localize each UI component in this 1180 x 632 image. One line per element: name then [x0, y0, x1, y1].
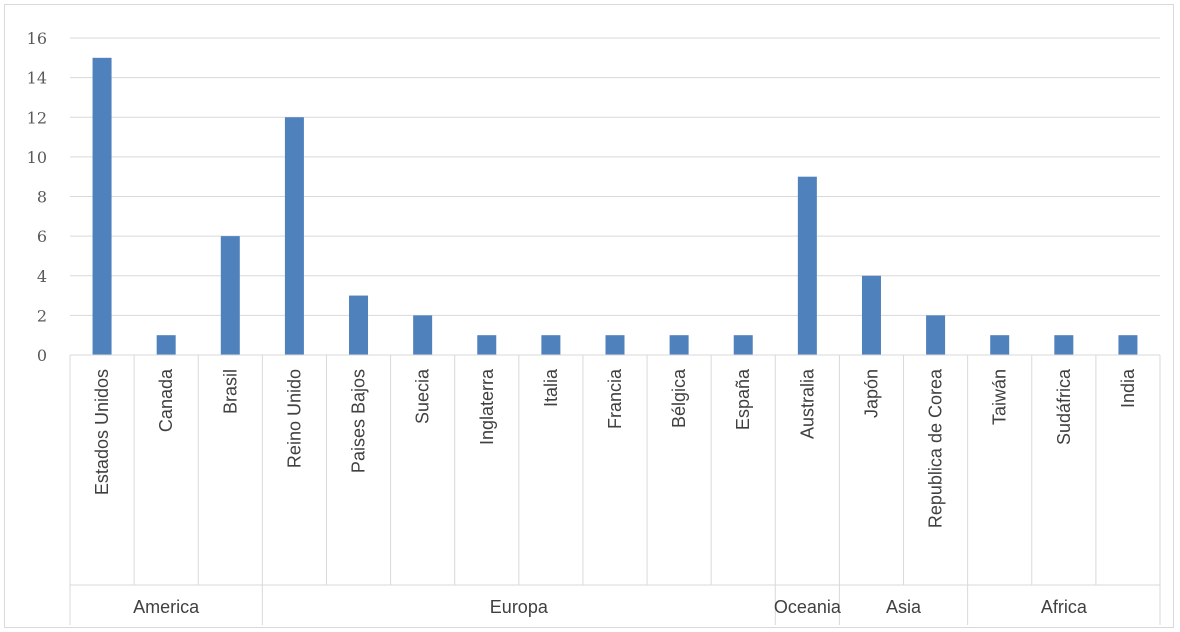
bar [541, 335, 561, 355]
x-category-label: Suecia [413, 368, 433, 424]
bar-chart: 0 2 4 6 8 10 12 14 16 Estados Unidos Canada Brasil… [27, 29, 1161, 625]
x-category-label: Republica de Corea [926, 368, 946, 528]
bars [92, 57, 1138, 355]
bar [733, 335, 753, 355]
chart-frame: 0 2 4 6 8 10 12 14 16 Estados Unidos Canada Brasil… [4, 4, 1174, 628]
bar [926, 315, 946, 355]
bar [1054, 335, 1074, 355]
y-tick-label: 16 [27, 29, 47, 48]
bar [861, 275, 881, 355]
bar [156, 335, 176, 355]
bar [92, 57, 112, 355]
x-category-label: Estados Unidos [92, 369, 112, 495]
y-tick-label: 4 [37, 267, 47, 286]
y-tick-label: 6 [37, 227, 47, 246]
x-category-label: Paises Bajos [349, 369, 369, 473]
x-category-label: Australia [797, 368, 817, 439]
x-group-label: Africa [1041, 597, 1088, 617]
y-tick-label: 2 [37, 306, 47, 325]
bar [284, 117, 304, 355]
y-tick-label: 0 [37, 346, 47, 365]
y-tick-label: 12 [27, 108, 47, 127]
gridlines [70, 37, 1160, 316]
bar [349, 295, 369, 355]
x-axis-group-labels: America Europa Oceania Asia Africa [133, 597, 1088, 617]
x-category-label: Canada [156, 368, 176, 432]
x-group-label: Europa [490, 597, 549, 617]
x-group-label: Asia [886, 597, 922, 617]
bar [413, 315, 433, 355]
x-group-label: America [133, 597, 200, 617]
x-category-label: Sudáfrica [1054, 368, 1074, 445]
x-category-label: Reino Unido [284, 369, 304, 468]
x-category-label: India [1118, 368, 1138, 408]
y-tick-label: 14 [27, 69, 47, 88]
bar [605, 335, 625, 355]
bar [220, 236, 240, 355]
y-axis-tick-labels: 0 2 4 6 8 10 12 14 16 [27, 29, 47, 365]
bar [477, 335, 497, 355]
x-category-label: Japón [861, 369, 881, 418]
x-category-label: Inglaterra [477, 368, 497, 445]
x-category-label: Brasil [220, 369, 240, 414]
x-category-label: Taiwán [990, 369, 1010, 425]
x-category-label: España [733, 368, 753, 430]
bar [1118, 335, 1138, 355]
y-tick-label: 10 [27, 148, 47, 167]
x-category-label: Francia [605, 368, 625, 429]
x-group-label: Oceania [774, 597, 842, 617]
bar [669, 335, 689, 355]
x-category-label: Italia [541, 368, 561, 407]
bar [797, 176, 817, 355]
x-category-label: Bélgica [669, 368, 689, 428]
x-axis-category-labels: Estados Unidos Canada Brasil Reino Unido Pai… [92, 368, 1138, 528]
bar [990, 335, 1010, 355]
x-axis [69, 354, 1161, 625]
y-tick-label: 8 [37, 188, 47, 207]
